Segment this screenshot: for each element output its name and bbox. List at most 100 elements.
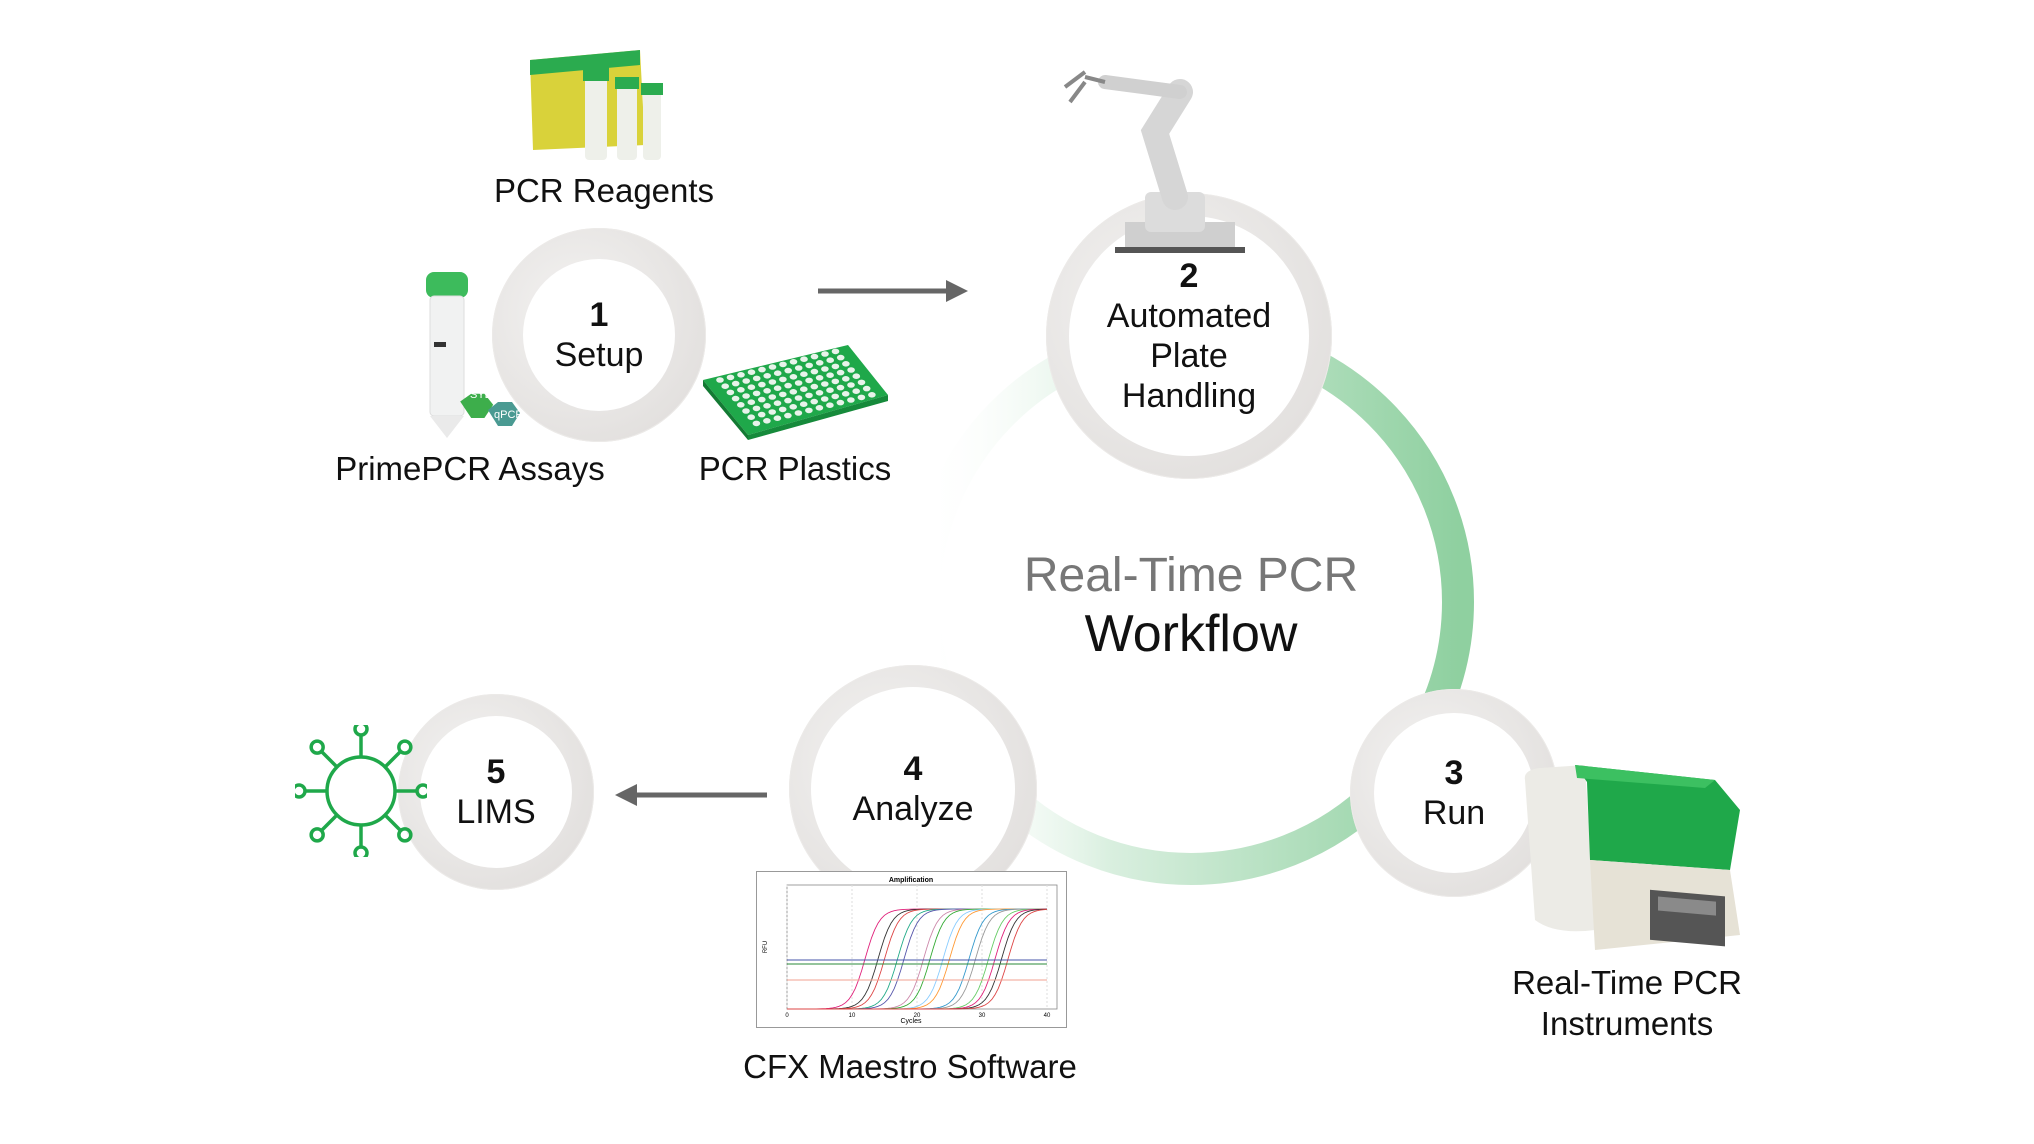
plate-well — [737, 372, 745, 378]
plate-well — [726, 389, 735, 396]
plate-well — [810, 398, 818, 405]
plate-well — [742, 393, 750, 399]
plate-well — [815, 360, 824, 366]
step-name-line: Handling — [1121, 377, 1257, 415]
plate-well — [778, 406, 787, 413]
plate-well — [768, 364, 777, 370]
plate-well — [784, 367, 792, 374]
plate-well — [779, 361, 787, 368]
plate-well — [821, 366, 829, 372]
plate-well — [815, 405, 824, 411]
step-name: Analyze — [852, 790, 974, 828]
step-name-line: Automated — [1106, 297, 1272, 335]
plate-well — [779, 391, 787, 398]
x-tick-label: 30 — [979, 1013, 986, 1019]
plate-well — [857, 379, 866, 386]
virus-spike — [353, 845, 369, 857]
instruments-label-line2: Instruments — [1540, 1005, 1714, 1042]
plate-well — [779, 376, 787, 383]
plate-well — [731, 395, 740, 402]
plate-well — [821, 351, 829, 357]
plate-well — [747, 384, 756, 390]
plate-well — [805, 392, 813, 399]
primepcr-assays-label: PrimePCR Assays — [335, 450, 605, 487]
plate-well — [773, 370, 782, 376]
plate-well — [857, 394, 866, 401]
plate-well — [815, 375, 824, 381]
plate-well — [763, 418, 771, 424]
plate-well — [763, 373, 771, 379]
plate-well — [742, 378, 750, 384]
step-name: LIMS — [456, 793, 536, 831]
plate-well — [731, 380, 740, 387]
title-line1: Real-Time PCR — [1023, 549, 1359, 602]
plate-well — [810, 353, 819, 360]
sybr-text: SYBR — [470, 389, 500, 401]
step-2[interactable]: 2 Automated Plate Handling — [1069, 216, 1309, 456]
step-1[interactable]: 1 Setup — [523, 259, 675, 411]
plate-well — [789, 359, 798, 365]
plate-well — [752, 420, 761, 427]
plate-well — [800, 356, 808, 362]
arrow-right-icon — [818, 280, 968, 302]
pcr-plastics-label: PCR Plastics — [698, 450, 892, 487]
plate-well — [763, 403, 771, 409]
plate-well — [799, 401, 808, 407]
plate-well — [726, 374, 735, 381]
virus-spike — [309, 827, 325, 843]
sybr-badge: SYBR — [460, 389, 500, 418]
plate-well — [805, 377, 813, 384]
plate-well — [805, 407, 813, 414]
plate-well — [721, 383, 729, 389]
step-number: 4 — [903, 750, 923, 788]
cfx-maestro-label: CFX Maestro Software — [743, 1048, 1077, 1085]
pcr-reagents-label: PCR Reagents — [493, 172, 715, 209]
plate-well — [847, 382, 855, 388]
step-5[interactable]: 5 LIMS — [420, 716, 572, 868]
pcr-reagents-image — [530, 50, 663, 160]
virus-spike — [397, 827, 413, 843]
plate-well — [800, 371, 808, 377]
primepcr-assay-image: SYBR qPCR — [426, 272, 523, 438]
virus-spike — [295, 783, 307, 799]
plate-well — [810, 368, 819, 375]
plate-well — [768, 409, 776, 415]
step-name: Run — [1422, 794, 1486, 832]
plate-well — [773, 400, 782, 406]
plate-well — [836, 399, 845, 406]
real-time-pcr-instrument-image — [1524, 765, 1740, 950]
plate-well — [826, 387, 834, 393]
virus-spike — [309, 739, 325, 755]
plate-well — [841, 391, 850, 397]
chart-title: Amplification — [889, 877, 933, 884]
plate-well — [757, 411, 766, 418]
step-4[interactable]: 4 Analyze — [811, 687, 1015, 891]
plate-well — [794, 410, 803, 416]
qpcr-text: qPCR — [494, 409, 523, 421]
plate-well — [763, 388, 771, 394]
chart-ylabel: RFU — [763, 941, 769, 953]
plate-well — [794, 365, 803, 371]
plate-well — [758, 366, 766, 373]
qpcr-badge: qPCR — [488, 402, 523, 426]
plate-well — [789, 404, 797, 410]
step-name-line: Plate — [1150, 337, 1228, 375]
robot-arm-image — [1063, 70, 1245, 253]
virus-spike — [415, 783, 427, 799]
step-3[interactable]: 3 Run — [1374, 713, 1534, 873]
plate-well — [737, 402, 745, 408]
virus-icon — [295, 725, 427, 857]
plate-well — [826, 357, 834, 363]
x-tick-label: 10 — [849, 1013, 856, 1019]
plate-well — [842, 376, 850, 382]
plate-well — [773, 415, 782, 421]
step-name: Setup — [554, 336, 644, 374]
plate-well — [789, 374, 798, 380]
plate-well — [789, 389, 798, 395]
title-line2: Workflow — [1084, 605, 1298, 663]
plate-well — [815, 390, 824, 396]
plate-well — [794, 380, 803, 386]
step-number: 5 — [486, 753, 506, 791]
plate-well — [852, 388, 860, 394]
